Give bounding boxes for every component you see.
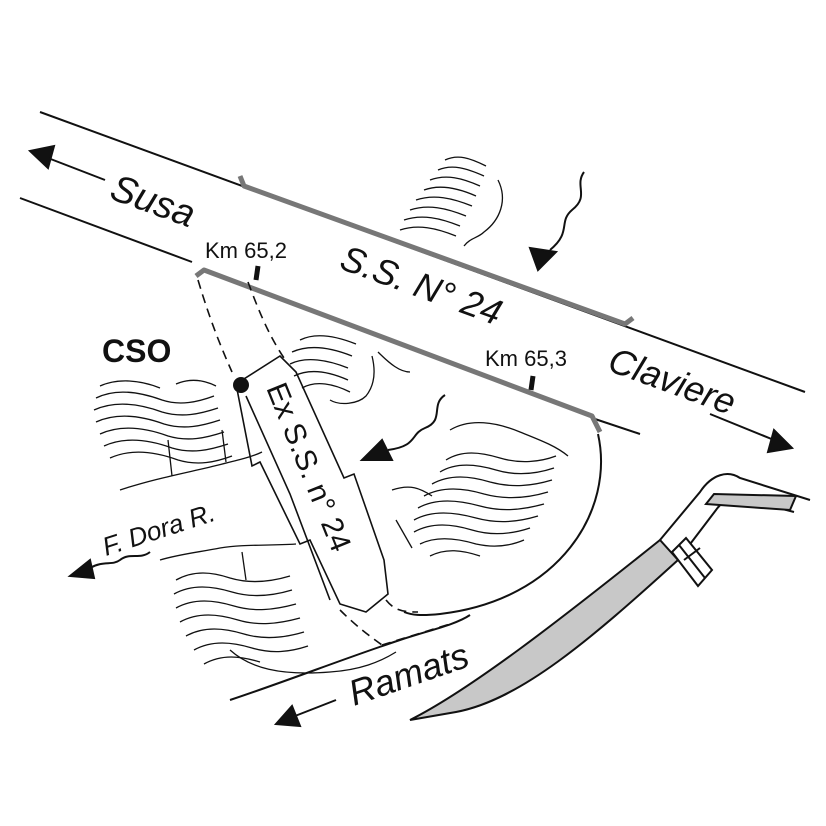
slope-bottom — [159, 543, 397, 674]
slope-left — [93, 379, 263, 491]
km-markers — [253, 265, 536, 391]
railway-upper-line — [659, 473, 811, 541]
old-road-bottom-edge — [339, 609, 383, 646]
railway-bridge — [704, 492, 798, 512]
slope-right — [391, 421, 569, 557]
label-km-65-2: Km 65,2 — [205, 238, 287, 263]
ex-ss24-road — [235, 354, 389, 613]
guard-rail-south — [194, 267, 603, 434]
arrow-to-claviere — [709, 413, 795, 454]
cso-point — [233, 377, 249, 393]
label-claviere: Claviere — [603, 339, 741, 423]
old-road-right-edge — [247, 281, 285, 359]
railway — [409, 473, 811, 721]
railway-band — [409, 538, 680, 721]
guard-rails — [194, 175, 635, 434]
label-km-65-3: Km 65,3 — [485, 346, 567, 371]
loop-road-curve — [403, 433, 603, 617]
ex-ss24-lane-line — [245, 395, 331, 601]
label-cso: CSO — [102, 333, 171, 369]
slope-top — [399, 156, 503, 247]
main-road-south-edge-east — [591, 417, 641, 435]
arrow-to-ramats — [273, 699, 337, 728]
old-road-left-edge — [197, 279, 233, 373]
km-65-2-marker — [253, 265, 261, 281]
ex-ss24-road-box — [235, 354, 389, 613]
flow-arrow-north — [528, 171, 585, 272]
slope-hatching — [93, 156, 569, 674]
direction-arrows — [27, 144, 795, 728]
arrow-to-dora — [67, 551, 151, 580]
bottom-road-edge — [229, 614, 471, 701]
old-road-right-bottom — [385, 599, 419, 613]
arrow-to-susa — [27, 144, 106, 181]
label-susa: Susa — [105, 167, 201, 236]
km-65-3-marker — [528, 375, 536, 391]
slope-upper-middle — [289, 334, 411, 405]
main-road-south-edge — [19, 197, 193, 263]
guard-rail-north — [237, 175, 635, 327]
railway-platform — [670, 536, 714, 588]
flow-arrows — [359, 171, 585, 461]
flow-arrow-center — [359, 394, 446, 461]
